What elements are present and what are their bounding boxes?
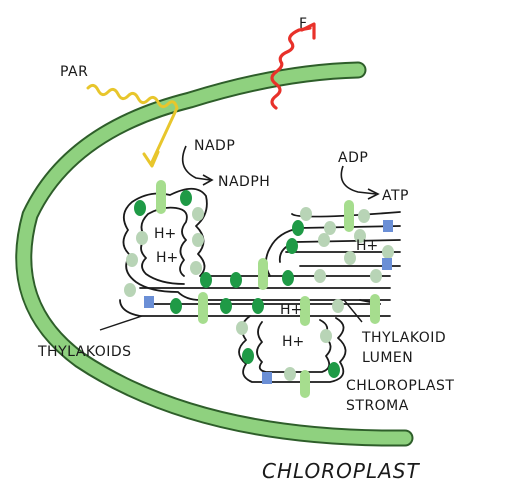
par-light-arrow: [86, 83, 179, 168]
thylakoids-label: THYLAKOIDS: [37, 344, 132, 360]
chloroplast-title: CHLOROPLAST: [262, 459, 420, 483]
h-plus-label-5: H+: [282, 334, 304, 350]
h-plus-label-2: H+: [156, 250, 178, 266]
nadp-label: NADP: [194, 138, 235, 154]
stroma-label-line2: STROMA: [346, 398, 409, 414]
nadph-label: NADPH: [218, 174, 270, 190]
lumen-leader-line: [343, 299, 363, 323]
f-label: F: [299, 16, 308, 32]
par-label: PAR: [60, 64, 88, 80]
h-plus-label-4: H+: [280, 302, 302, 318]
thylakoid-lumen-label-line2: LUMEN: [362, 350, 413, 366]
light-green-pill-complexes: [156, 180, 380, 398]
h-plus-label-3: H+: [356, 238, 378, 254]
photosystem-dark-complexes: [134, 190, 340, 378]
h-plus-label-1: H+: [154, 226, 176, 242]
fluorescence-arrow: [270, 22, 316, 110]
thylakoids-leader-line: [99, 315, 143, 331]
nadp-nadph-arrow: [181, 145, 214, 186]
thylakoid-lumen-label-line1: THYLAKOID: [361, 330, 446, 346]
blue-square-complexes: [144, 220, 393, 384]
adp-atp-arrow: [340, 165, 380, 200]
stroma-label-line1: CHLOROPLAST: [346, 378, 454, 394]
chloroplast-envelope: [15, 61, 414, 447]
atp-label: ATP: [382, 188, 409, 204]
adp-label: ADP: [338, 150, 368, 166]
pale-protein-complexes: [124, 207, 394, 381]
